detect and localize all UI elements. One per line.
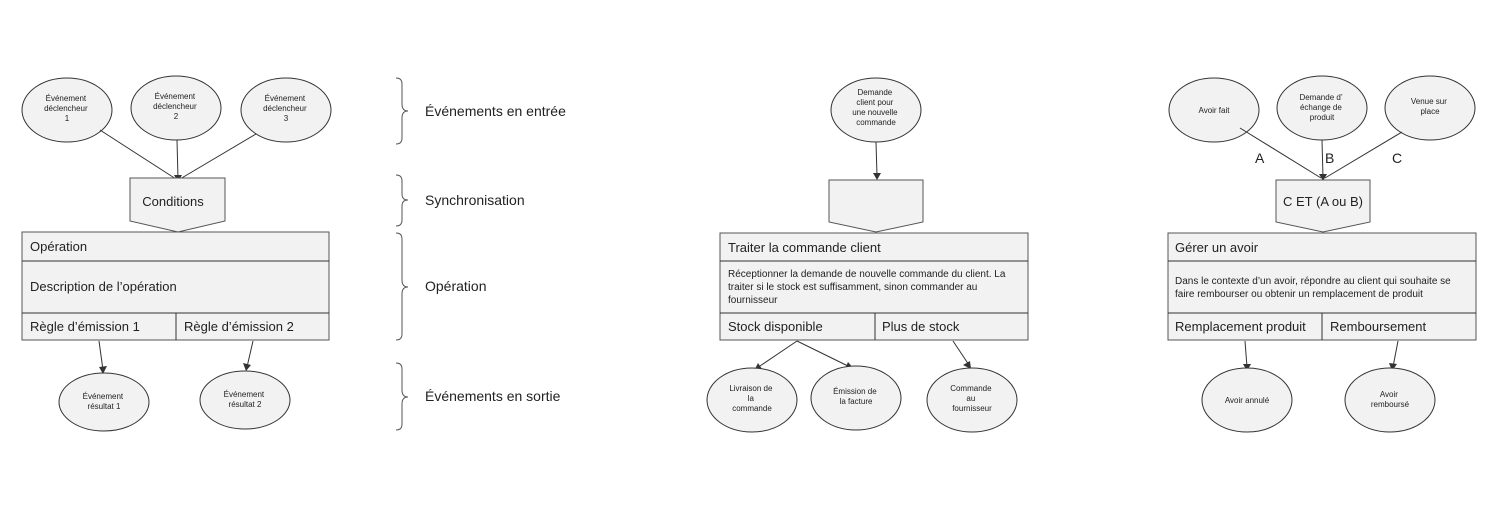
example2-input-event-1-label: Avoir fait (1199, 106, 1231, 115)
example1-output-event-2: Émission de la facture (810, 365, 902, 431)
example2-output-event-1-label: Avoir annulé (1225, 396, 1270, 405)
svg-text:Demande d’ échange de: Demande d’ échange de produit (1299, 93, 1344, 122)
template-output-event-2: Événement résultat 2 (199, 370, 291, 430)
example1-rule-2: Plus de stock (882, 319, 960, 334)
example1-operation-box: Traiter la commande client Réceptionner … (719, 232, 1029, 341)
template-sync-label: Conditions (142, 194, 204, 209)
example2-input-event-2: Demande d’ échange de produit (1276, 75, 1368, 141)
example1-operation-title: Traiter la commande client (728, 240, 881, 255)
example2-output-event-1: Avoir annulé (1201, 367, 1293, 433)
example2-sync-label: C ET (A ou B) (1283, 194, 1363, 209)
template-operation-title: Opération (30, 239, 87, 254)
example2-operation-description: Dans le contexte d’un avoir, répondre au… (1175, 276, 1454, 300)
example2-rule-1: Remplacement produit (1175, 319, 1306, 334)
example1-output-event-3: Commande au fournisseur (926, 367, 1018, 433)
template-diagram: Événement déclencheur 1 Événement déclen… (21, 75, 332, 432)
example2-output-event-2: Avoir remboursé (1344, 367, 1436, 433)
template-output-arrows (98, 340, 254, 374)
example2-input-arrows: A B C (1239, 127, 1403, 181)
svg-text:Venue sur place: Venue sur place (1411, 97, 1449, 116)
example2-rule-2: Remboursement (1330, 319, 1426, 334)
example1-sync-shape (828, 179, 924, 233)
example2-operation-box: Gérer un avoir Dans le contexte d’un avo… (1167, 232, 1477, 341)
legend-inputs-brace: Événements en entrée (395, 77, 566, 145)
svg-text:Commande au fo: Commande au fournisseur (950, 384, 994, 413)
svg-text:Événement déclencheur: Événement déclencheur 3 (263, 94, 309, 123)
svg-text:Événement résultat 1: Événement résultat 1 (83, 392, 126, 411)
example1-input-event: Demande client pour une nouvelle command… (830, 77, 922, 143)
svg-text:Événement résultat 2: Événement résultat 2 (224, 390, 267, 409)
example2-arrow-label-c: C (1392, 150, 1402, 166)
legend-inputs-label: Événements en entrée (425, 103, 566, 119)
template-input-event-2: Événement déclencheur 2 (130, 75, 222, 141)
template-input-event-1-line-1: Événement (46, 94, 87, 103)
legend-outputs-brace: Événements en sortie (395, 362, 561, 431)
template-input-event-3: Événement déclencheur 3 (240, 77, 332, 143)
template-operation-box: Opération Description de l’opération Règ… (21, 231, 330, 341)
svg-text:Livraison de la: Livraison de la commande (729, 384, 774, 413)
legend: Événements en entrée Synchronisation Opé… (395, 77, 566, 431)
example2-arrow-label-b: B (1325, 150, 1334, 166)
legend-sync-label: Synchronisation (425, 192, 525, 208)
svg-text:Événement déclencheur: Événement déclencheur 1 (44, 94, 90, 123)
template-output-event-1: Événement résultat 1 (58, 372, 150, 432)
example2-output-arrows (1243, 340, 1399, 371)
template-input-arrows (99, 129, 257, 182)
example1-operation-description: Réceptionner la demande de nouvelle comm… (728, 269, 1008, 306)
legend-outputs-label: Événements en sortie (425, 388, 561, 404)
svg-text:Émission de la facture: Émission de la facture (833, 387, 879, 406)
example1-output-event-1: Livraison de la commande (706, 367, 798, 433)
example2-operation-title: Gérer un avoir (1175, 240, 1259, 255)
svg-text:Demande client pour: Demande client pour une nouvelle command… (852, 88, 900, 127)
example2-sync-shape: C ET (A ou B) (1275, 179, 1371, 233)
template-input-event-1-line-3: 1 (65, 114, 70, 123)
legend-sync-brace: Synchronisation (395, 174, 525, 227)
legend-operation-brace: Opération (395, 232, 486, 341)
example2-input-event-3: Venue sur place (1384, 75, 1476, 141)
template-sync-shape: Conditions (129, 177, 226, 233)
example2-arrow-label-a: A (1255, 150, 1265, 166)
template-operation-description: Description de l’opération (30, 279, 177, 294)
example1-diagram: Demande client pour une nouvelle command… (706, 77, 1029, 433)
template-input-event-1: Événement déclencheur 1 (21, 77, 113, 143)
svg-text:Événement déclencheur: Événement déclencheur 2 (153, 92, 199, 121)
template-rule-2: Règle d’émission 2 (184, 319, 294, 334)
example2-input-event-1: Avoir fait (1168, 77, 1260, 143)
svg-text:Avoir remboursé: Avoir remboursé (1371, 390, 1410, 409)
legend-operation-label: Opération (425, 278, 486, 294)
example1-input-arrow (873, 141, 881, 180)
template-rule-1: Règle d’émission 1 (30, 319, 140, 334)
example2-diagram: Avoir fait Demande d’ échange de produit… (1167, 75, 1477, 433)
template-input-event-1-line-2: déclencheur (44, 104, 88, 113)
example1-rule-1: Stock disponible (728, 319, 823, 334)
